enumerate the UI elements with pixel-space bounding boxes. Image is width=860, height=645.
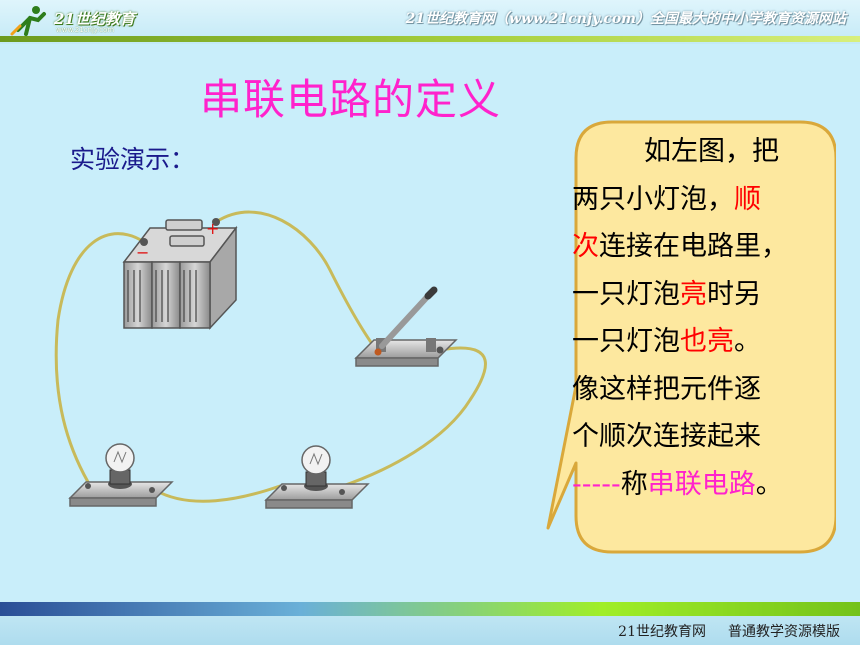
callout-line: 一只灯泡亮时另 [572, 278, 761, 310]
light-bulb-icon [68, 443, 174, 507]
footer-site: 21世纪教育网 [618, 624, 706, 640]
footer-rule [0, 602, 860, 616]
logo-url: www.21cnjy.com [56, 26, 115, 34]
footer-text: 21世纪教育网 普通教学资源模版 [618, 621, 840, 641]
header-tagline: 21世纪教育网（www.21cnjy.com）全国最大的中小学教育资源网站 [405, 11, 846, 27]
callout-line: 次连接在电路里， [572, 231, 788, 262]
callout-line: -----称串联电路。 [572, 468, 783, 500]
callout-line: 像这样把元件逐 [572, 373, 761, 405]
callout-line: 个顺次连接起来 [572, 421, 761, 452]
minus-sign-icon: − [136, 243, 149, 262]
callout-line: 一只灯泡也亮。 [572, 326, 761, 357]
footer-template: 普通教学资源模版 [728, 624, 840, 640]
light-bulb-icon [264, 445, 370, 509]
slide-title: 串联电路的定义 [200, 75, 502, 124]
header-rule [0, 36, 860, 42]
callout-line: 两只小灯泡，顺 [572, 183, 761, 215]
logo-text: 21世纪教育 [54, 10, 135, 28]
wires [54, 210, 487, 503]
wire-battery-to-bulb1 [54, 232, 146, 484]
section-label: 实验演示： [70, 145, 196, 174]
site-logo: 21世纪教育 www.21cnjy.com [10, 4, 180, 36]
wire-battery-to-switch [214, 210, 380, 354]
circuit-diagram: + − [54, 210, 487, 509]
battery-icon: + − [122, 218, 238, 330]
knife-switch-icon [354, 286, 458, 367]
callout-line: 如左图，把 [644, 136, 779, 167]
callout-bubble [546, 120, 836, 554]
wire-bulb1-to-bulb2 [153, 484, 282, 503]
callout-text: 如左图，把 两只小灯泡，顺 次连接在电路里， 一只灯泡亮时另 一只灯泡也亮。 像… [572, 128, 816, 508]
wire-switch-to-bulb2 [338, 346, 487, 489]
plus-sign-icon: + [206, 219, 219, 238]
runner-logo-icon [10, 6, 46, 36]
